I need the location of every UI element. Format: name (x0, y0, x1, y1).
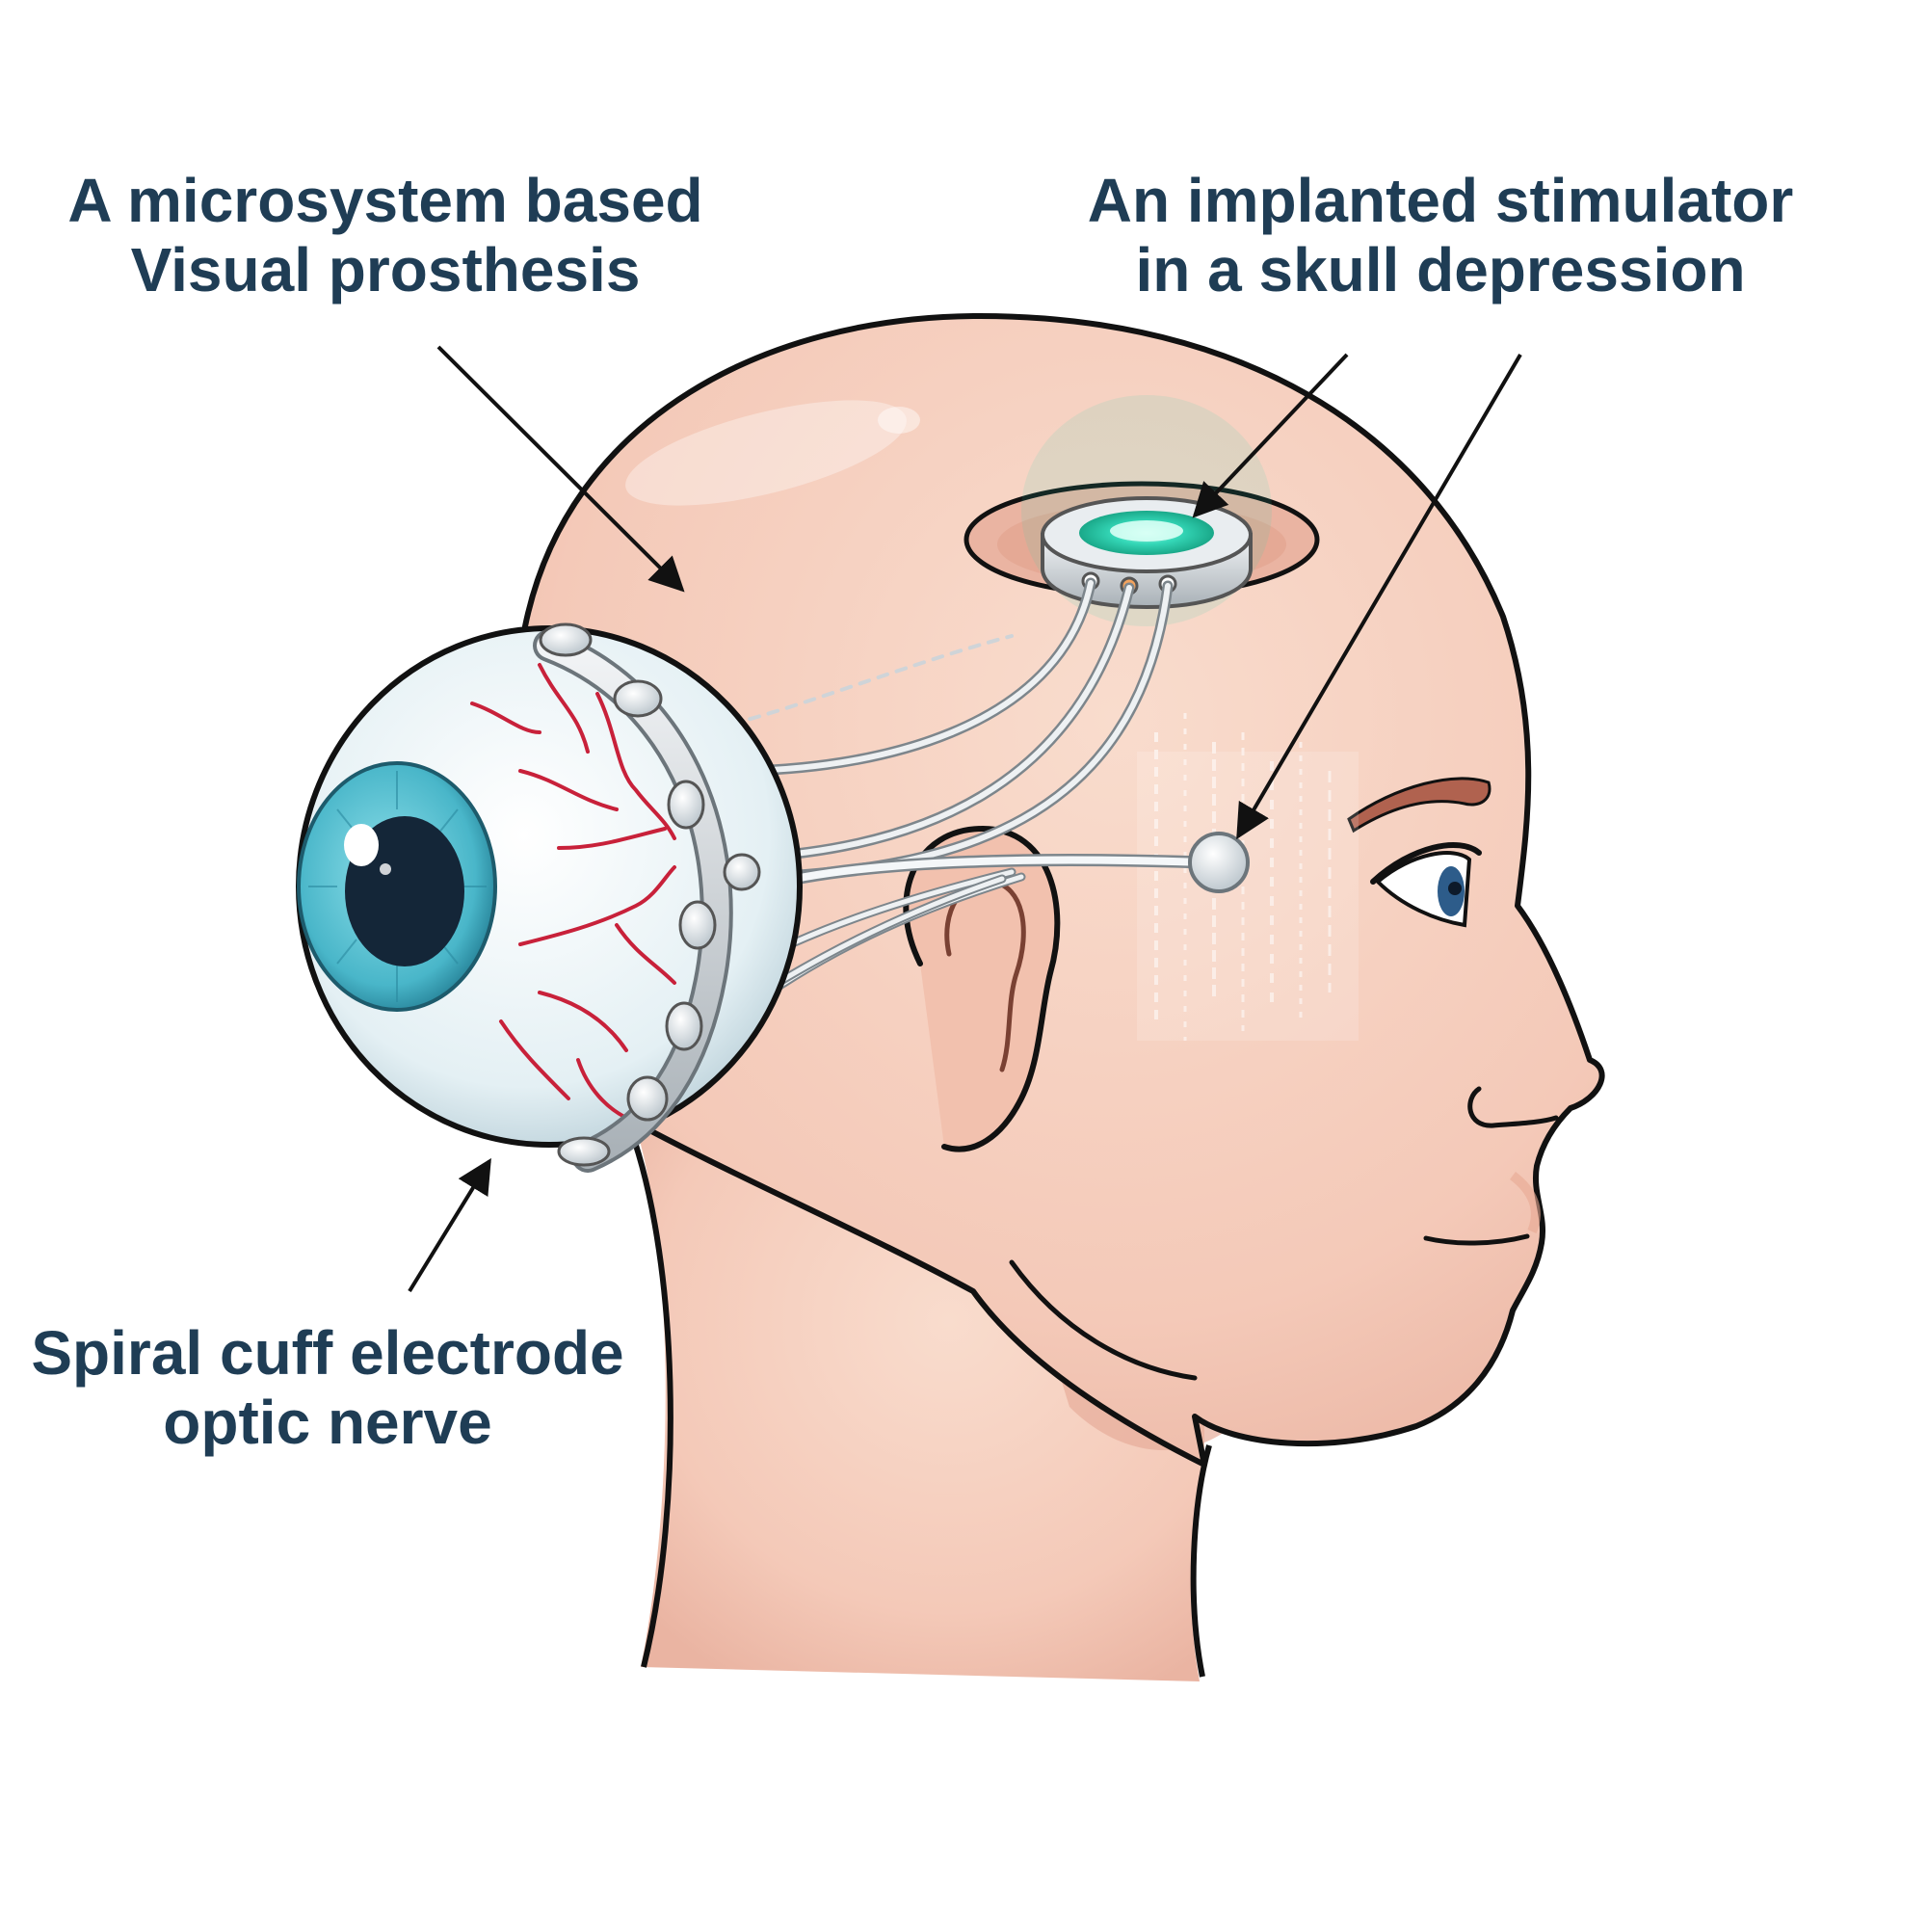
head-silhouette (516, 312, 1605, 1468)
arrow-visual-prosthesis (436, 345, 685, 593)
label-spiral-cuff-line1: Spiral cuff electrode (31, 1318, 624, 1388)
signal-glow (1137, 713, 1359, 1041)
label-spiral-cuff-electrode: Spiral cuff electrode optic nerve (19, 1318, 636, 1457)
lip-shadow (1509, 1172, 1541, 1233)
face-eyelid (1370, 842, 1482, 885)
spiral-cuff-ring (533, 622, 761, 1173)
neck-outline-back (623, 1116, 673, 1668)
implanted-stimulator (1021, 395, 1272, 626)
label-implanted-stimulator-line1: An implanted stimulator (1087, 166, 1794, 235)
head-highlight (625, 400, 907, 506)
mouth (1423, 1233, 1530, 1246)
eyebrow (1347, 777, 1491, 834)
arrow-stimulator-device (1192, 353, 1349, 518)
jaw-line (1009, 1259, 1198, 1381)
label-visual-prosthesis: A microsystem based Visual prosthesis (39, 166, 732, 304)
arrow-spiral-cuff (408, 1157, 491, 1293)
neck-outline-front (1190, 1444, 1212, 1678)
arrow-stimulator-electrode (1236, 353, 1522, 840)
label-spiral-cuff-line2: optic nerve (163, 1388, 492, 1457)
neck-shadow (1031, 1282, 1253, 1450)
label-implanted-stimulator-line2: in a skull depression (1135, 235, 1746, 304)
head-highlight-dot (878, 407, 920, 434)
label-implanted-stimulator: An implanted stimulator in a skull depre… (1069, 166, 1811, 304)
face-eye-pupil (1448, 882, 1462, 895)
blood-vessels (470, 663, 676, 1120)
nerve-electrode-tip (1188, 832, 1250, 893)
nostril (1467, 1086, 1559, 1128)
label-visual-prosthesis-line2: Visual prosthesis (130, 235, 641, 304)
label-visual-prosthesis-line1: A microsystem based (67, 166, 703, 235)
